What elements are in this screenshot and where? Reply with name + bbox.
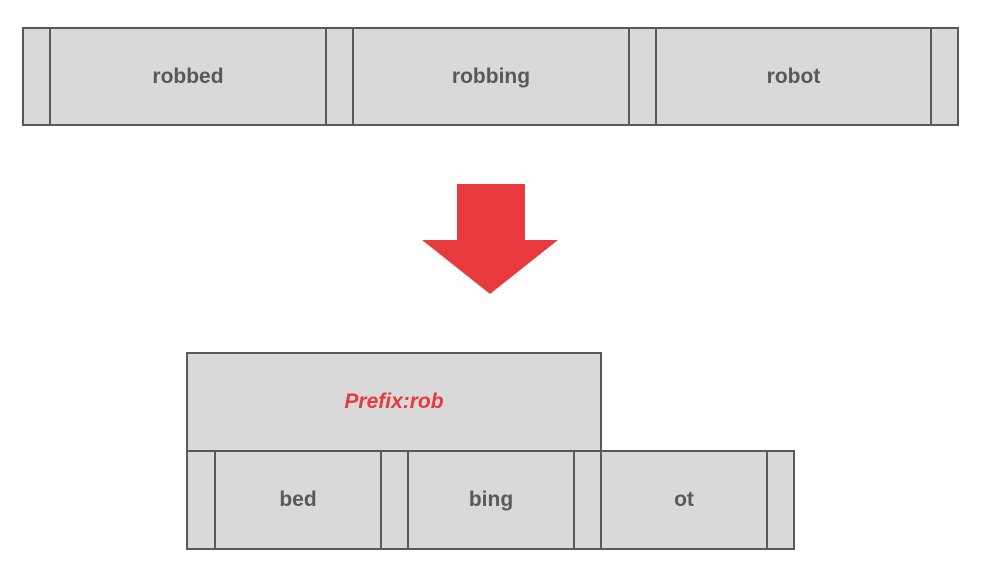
separator-slot — [325, 27, 354, 126]
separator-slot — [573, 450, 602, 550]
word-cell — [655, 27, 932, 126]
word-cell — [49, 27, 327, 126]
word-cell — [352, 27, 630, 126]
separator-slot — [628, 27, 657, 126]
prefix-cell — [186, 352, 602, 452]
row-end-slot — [186, 450, 216, 550]
suffix-cell — [600, 450, 768, 550]
suffix-cell — [214, 450, 382, 550]
suffix-cell — [407, 450, 575, 550]
down-arrow-icon — [422, 184, 558, 294]
row-end-slot — [766, 450, 795, 550]
separator-slot — [380, 450, 409, 550]
down-arrow-shape — [422, 184, 558, 294]
row-end-slot — [22, 27, 51, 126]
row-end-slot — [930, 27, 959, 126]
